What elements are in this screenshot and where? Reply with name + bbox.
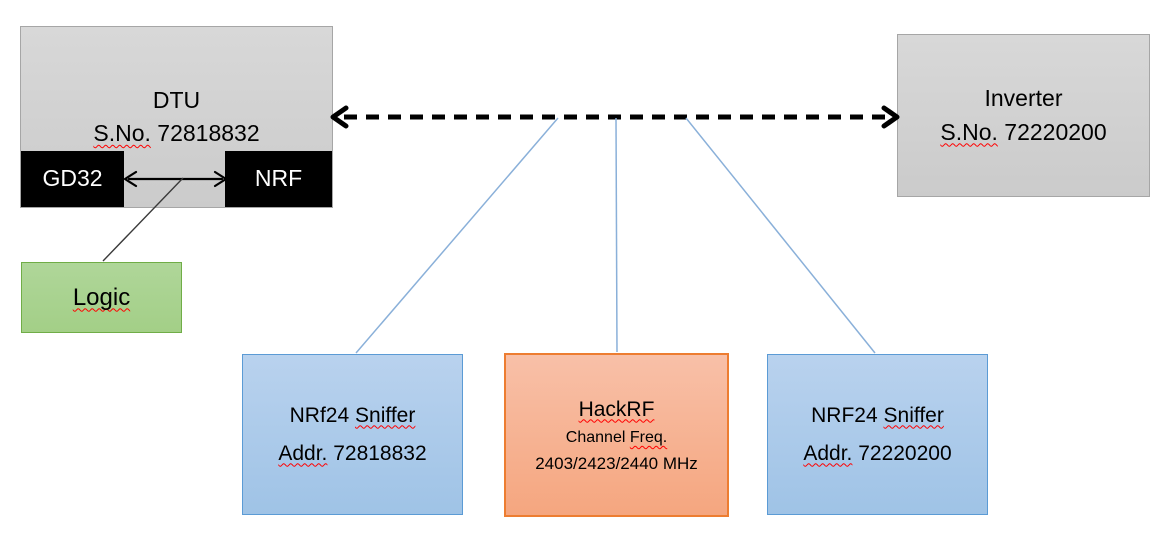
connector-sniffer-right-line bbox=[685, 117, 876, 354]
inverter-serial-value: 72220200 bbox=[1004, 118, 1107, 145]
sniffer-right-box: NRF24 Sniffer Addr. 72220200 bbox=[767, 354, 988, 515]
sniffer-right-name: NRF24 Sniffer bbox=[811, 397, 944, 435]
sniffer-left-name-word: Sniffer bbox=[355, 403, 416, 427]
logic-label: Logic bbox=[72, 283, 131, 311]
sniffer-left-name: NRf24 Sniffer bbox=[290, 397, 416, 435]
sniffer-right-addr: Addr. 72220200 bbox=[803, 435, 951, 473]
inverter-serial: S.No. 72220200 bbox=[940, 116, 1106, 149]
connector-hackrf-line bbox=[615, 117, 618, 353]
sniffer-left-name-prefix: NRf24 bbox=[289, 403, 350, 427]
dtu-serial-label: S.No. bbox=[93, 120, 151, 146]
gd32-chip: GD32 bbox=[21, 151, 124, 207]
sniffer-right-name-word: Sniffer bbox=[883, 403, 944, 427]
hackrf-box: HackRF Channel Freq. 2403/2423/2440 MHz bbox=[504, 353, 729, 517]
arrowhead-right-icon bbox=[881, 105, 900, 129]
gd32-label: GD32 bbox=[42, 165, 103, 192]
nrf-chip: NRF bbox=[225, 151, 332, 207]
hackrf-title-text: HackRF bbox=[578, 397, 655, 421]
connector-sniffer-left-line bbox=[355, 117, 559, 354]
hackrf-channel-line: Channel Freq. bbox=[566, 426, 667, 451]
wireless-link-dashed-double-arrow bbox=[330, 105, 900, 129]
inverter-serial-label: S.No. bbox=[940, 118, 998, 145]
inverter-title: Inverter bbox=[984, 85, 1063, 112]
nrf-label: NRF bbox=[254, 165, 303, 192]
sniffer-left-box: NRf24 Sniffer Addr. 72818832 bbox=[242, 354, 463, 515]
sniffer-right-name-prefix: NRF24 bbox=[811, 403, 878, 427]
sniffer-right-addr-label: Addr. bbox=[803, 441, 853, 465]
hackrf-frequencies: 2403/2423/2440 MHz bbox=[535, 454, 698, 474]
dtu-serial-value: 72818832 bbox=[157, 120, 260, 146]
dtu-serial: S.No. 72818832 bbox=[93, 117, 259, 150]
hackrf-channel-word: Channel bbox=[565, 429, 626, 447]
dtu-box: DTU S.No. 72818832 GD32 NRF bbox=[20, 26, 333, 208]
arrowhead-left-icon bbox=[330, 105, 349, 129]
hackrf-title: HackRF bbox=[579, 393, 655, 427]
dtu-title: DTU bbox=[152, 86, 201, 113]
sniffer-left-addr-value: 72818832 bbox=[333, 441, 427, 465]
inverter-box: Inverter S.No. 72220200 bbox=[897, 34, 1150, 197]
hackrf-freq-word: Freq. bbox=[629, 429, 668, 447]
sniffer-left-addr-label: Addr. bbox=[278, 441, 328, 465]
sniffer-left-addr: Addr. 72818832 bbox=[278, 435, 426, 473]
logic-box: Logic bbox=[21, 262, 182, 333]
sniffer-right-addr-value: 72220200 bbox=[858, 441, 952, 465]
